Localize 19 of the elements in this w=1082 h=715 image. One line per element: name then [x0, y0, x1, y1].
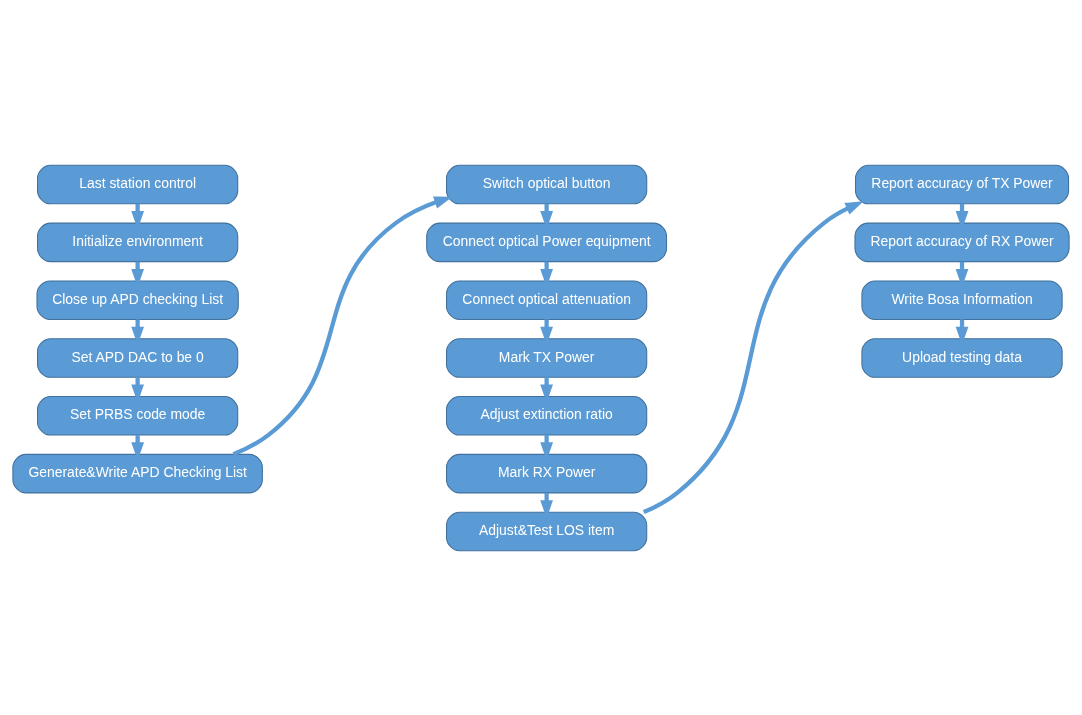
- node-box: Report accuracy of TX Power: [854, 164, 1070, 204]
- node-box: Upload testing data: [861, 337, 1063, 378]
- node-box: Connect optical attenuation: [445, 279, 648, 320]
- node-box: Report accuracy of RX Power: [854, 222, 1070, 262]
- node-box: Set APD DAC to be 0: [37, 337, 239, 378]
- node-box: Set PRBS code mode: [37, 395, 239, 436]
- node-box: Generate&Write APD Checking List: [12, 453, 263, 493]
- node-box: Close up APD checking List: [36, 279, 239, 320]
- arrow: [642, 200, 864, 514]
- arrow: [232, 195, 453, 456]
- node-box: Switch optical button: [445, 164, 648, 204]
- node-box: Write Bosa Information: [861, 279, 1063, 320]
- node-box: Adjust extinction ratio: [445, 395, 648, 436]
- node-box: Last station control: [37, 164, 239, 204]
- node-box: Adjust&Test LOS item: [445, 511, 648, 551]
- node-box: Mark TX Power: [445, 337, 648, 378]
- node-box: Initialize environment: [37, 222, 239, 262]
- node-box: Mark RX Power: [445, 453, 648, 493]
- node-box: Connect optical Power equipment: [426, 222, 668, 262]
